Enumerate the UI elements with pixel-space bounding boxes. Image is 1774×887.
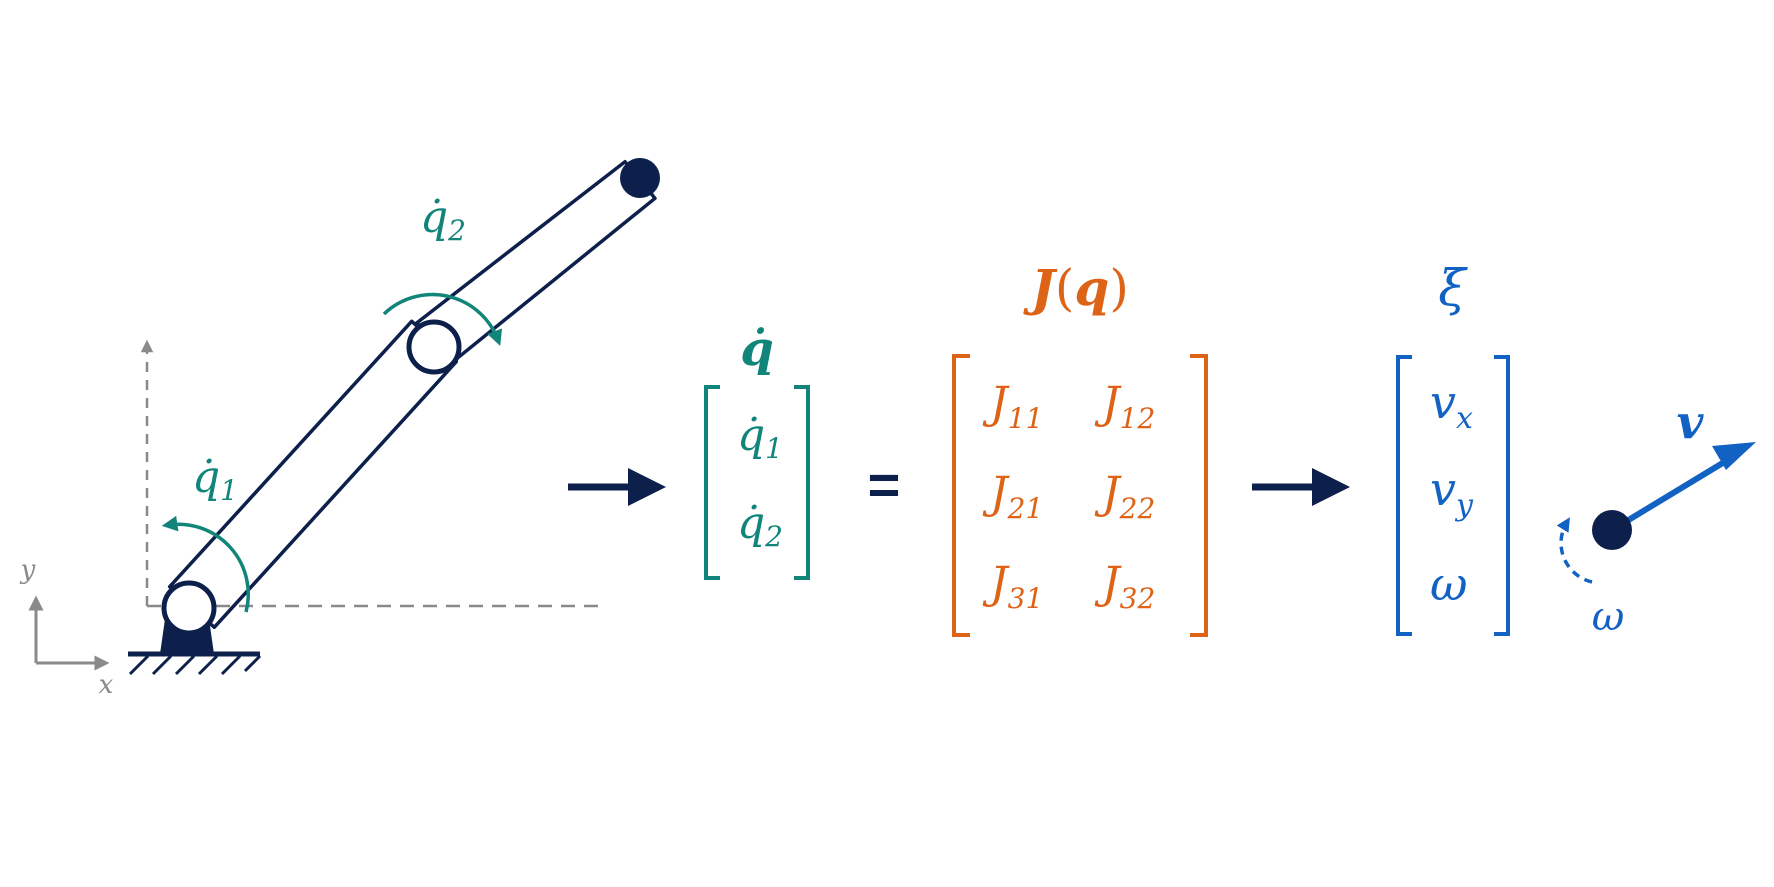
right-arrow-icon [1252,468,1350,506]
end-effector-motion: v ω [1556,395,1756,640]
twist-entry-vy: vy [1430,462,1474,523]
joint2-rotation-arrow-icon [382,292,503,346]
twist-bracket-left [1396,355,1412,636]
jacobian-bracket-left [952,354,970,637]
robot-arm: y x q̇1 q̇2 [20,158,660,700]
end-effector-tip [620,158,660,198]
jacobian-entry-22: J22 [1094,468,1155,525]
joint-velocity-label: q̇ [740,321,774,377]
jacobian-entry-11: J11 [982,378,1043,435]
twist-label: ξ [1438,259,1468,317]
joint-velocity-vector: q̇ q̇1 q̇2 [704,321,810,580]
velocity-arrow-icon [1610,458,1728,533]
angular-velocity-label: ω [1592,594,1625,640]
equals-sign: = [868,453,901,516]
joint-velocity-bracket-left [704,385,720,580]
twist-entry-omega: ω [1430,557,1468,611]
dashed-rotation-arrow-icon [1556,517,1593,584]
jacobian-label: J(q) [1023,258,1129,317]
jacobian-entry-12: J12 [1094,378,1155,435]
joint-1 [161,580,217,636]
frame-y-label: y [20,555,36,585]
end-effector-point [1592,510,1632,550]
jacobian-entry-32: J32 [1094,558,1155,615]
joint-velocity-bracket-right [794,385,810,580]
joint1-rotation-arrow-icon [161,515,250,613]
jacobian-matrix: J(q) J11 J12 J21 J22 J31 J32 [952,258,1208,637]
base-frame-axes [140,339,600,608]
joint-velocity-entry-1: q̇1 [737,410,783,465]
velocity-arrowhead [1712,442,1756,470]
twist-entry-vx: vx [1430,375,1473,436]
velocity-label: v [1677,395,1705,449]
hatched-ground-icon [128,651,262,676]
joint2-label: q̇2 [420,192,466,247]
frame-x-label: x [99,670,114,700]
jacobian-entry-21: J21 [982,468,1043,525]
right-arrow-icon [568,468,666,506]
twist-bracket-right [1494,355,1510,636]
joint1-label: q̇1 [192,452,238,507]
xy-axes-icon: y x [20,555,114,700]
jacobian-entry-31: J31 [982,558,1043,615]
twist-vector: ξ vx vy ω [1396,259,1510,636]
jacobian-bracket-right [1190,354,1208,637]
joint-velocity-entry-2: q̇2 [737,498,783,553]
joint-2 [406,319,462,375]
